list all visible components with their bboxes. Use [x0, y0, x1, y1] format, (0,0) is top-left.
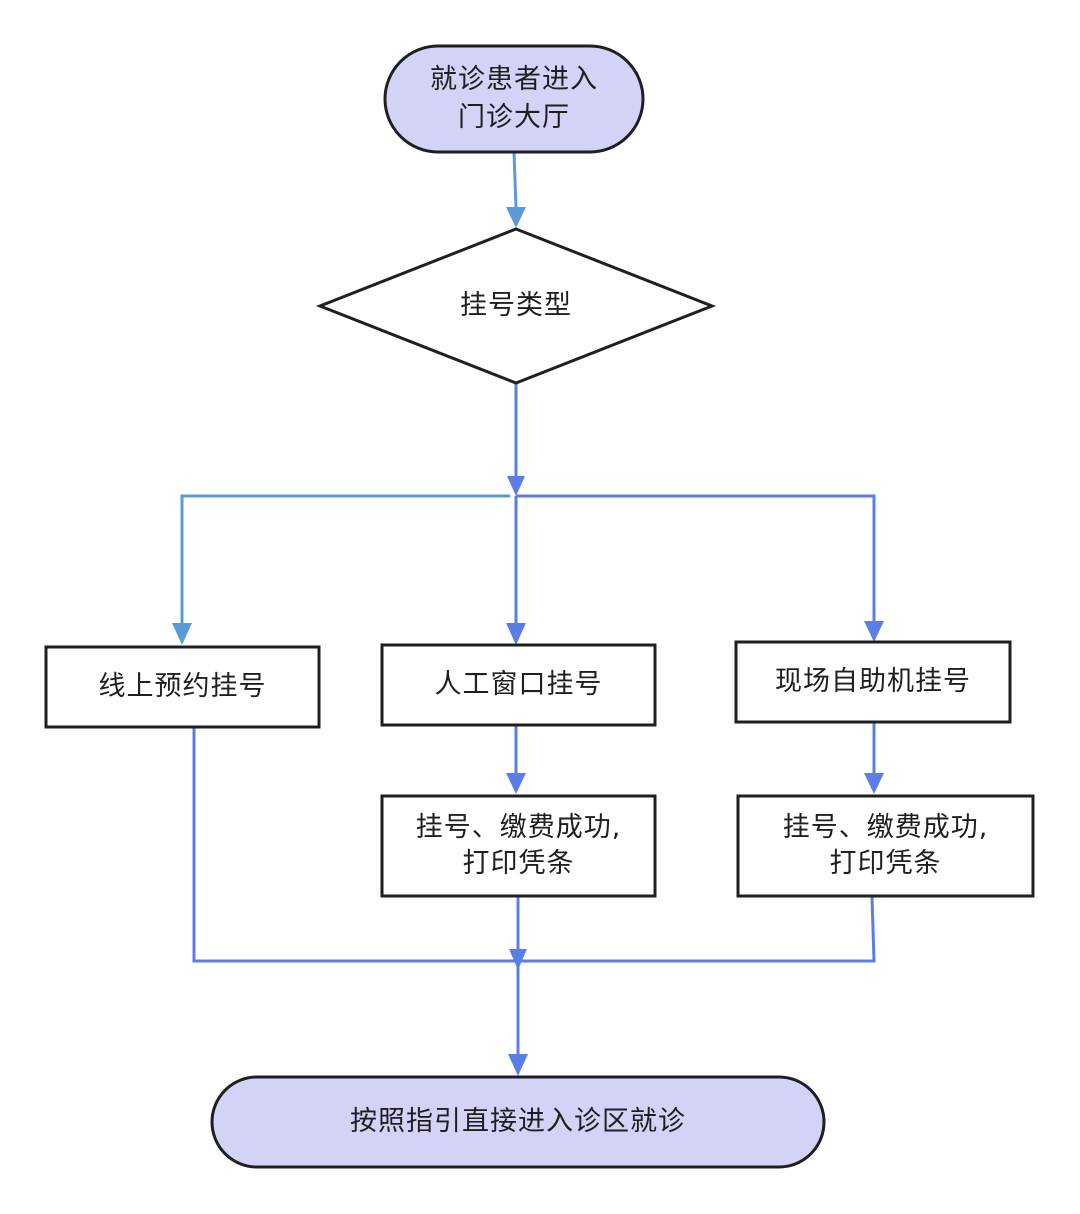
end-label: 按照指引直接进入诊区就诊 [212, 1077, 824, 1167]
arrowhead-start-to-decision [506, 207, 526, 228]
window-label: 人工窗口挂号 [382, 645, 655, 725]
edge-online-to-merge [192, 728, 518, 963]
online-label-text: 线上预约挂号 [98, 671, 267, 702]
pay-window-box [380, 794, 657, 898]
arrowhead-decision-down [507, 476, 525, 496]
arrowhead-merge [509, 949, 527, 970]
pay-window-label-line-2: 打印凭条 [462, 848, 575, 879]
start-terminal [383, 44, 645, 154]
arrowhead-kiosk [864, 621, 884, 642]
decision-diamond [315, 227, 717, 385]
pay-window-label: 挂号、缴费成功, 打印凭条 [382, 796, 655, 896]
arrowhead-kiosk-pay [864, 773, 884, 794]
online-box [44, 645, 321, 729]
pay-kiosk-label-line-2: 打印凭条 [829, 848, 942, 879]
window-label-text: 人工窗口挂号 [434, 669, 603, 700]
decision-label: 挂号类型 [320, 229, 712, 383]
kiosk-box [734, 640, 1012, 724]
edge-branch-to-kiosk [516, 494, 876, 622]
end-label-text: 按照指引直接进入诊区就诊 [350, 1106, 686, 1137]
shapes [44, 44, 1035, 1169]
pay-kiosk-box [736, 794, 1035, 898]
online-label: 线上预约挂号 [46, 647, 319, 727]
edge-branch-to-online [180, 494, 510, 624]
arrowhead-end [508, 1054, 528, 1076]
decision-label-text: 挂号类型 [460, 290, 572, 321]
end-terminal [210, 1075, 826, 1169]
pay-window-label-line-1: 挂号、缴费成功, [415, 812, 622, 843]
arrowhead-window [506, 623, 526, 645]
start-label: 就诊患者进入 门诊大厅 [385, 46, 643, 152]
edge-paykiosk-to-merge [518, 896, 876, 963]
arrowhead-online [172, 623, 192, 645]
start-label-line-2: 门诊大厅 [458, 102, 570, 133]
edge-start-to-decision [512, 151, 518, 209]
kiosk-label-text: 现场自助机挂号 [775, 666, 971, 697]
arrowhead-window-pay [506, 773, 526, 794]
pay-kiosk-label: 挂号、缴费成功, 打印凭条 [738, 796, 1033, 896]
connectors [172, 151, 884, 1076]
pay-kiosk-label-line-1: 挂号、缴费成功, [782, 812, 989, 843]
kiosk-label: 现场自助机挂号 [736, 642, 1010, 722]
start-label-line-1: 就诊患者进入 [430, 64, 598, 95]
window-box [380, 643, 657, 727]
